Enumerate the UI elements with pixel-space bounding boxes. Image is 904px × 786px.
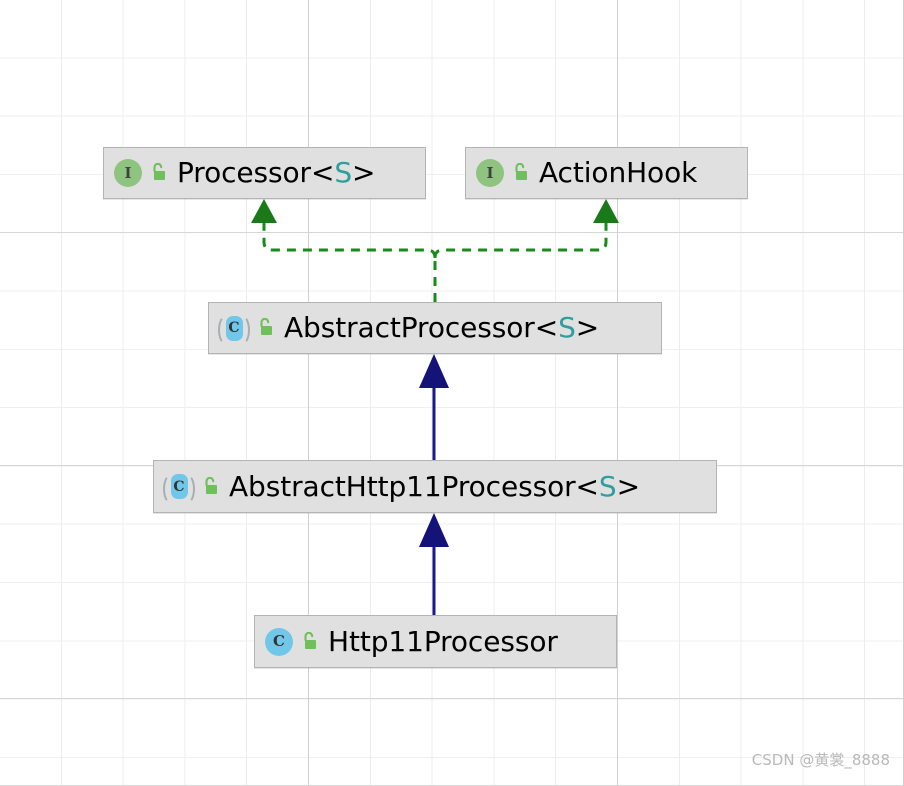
- class-icon-glyph: C: [173, 478, 185, 495]
- abstract-class-icon: C: [218, 314, 250, 345]
- realization-branch-actionhook: [433, 215, 608, 259]
- abstract-class-pill: C: [170, 474, 188, 499]
- uml-node-abstract-http11-processor[interactable]: C AbstractHttp11Processor<S>: [153, 460, 717, 513]
- generic-param-letter: S: [558, 311, 576, 344]
- lock-open-icon: [300, 631, 318, 652]
- abstract-arc-right: [179, 473, 195, 504]
- abstract-arc-left: [163, 473, 179, 504]
- abstract-arc-right: [234, 315, 250, 345]
- realization-arrowhead-actionhook: [593, 199, 619, 223]
- node-icons-actionhook: I: [476, 159, 529, 187]
- uml-node-abstract-processor[interactable]: C AbstractProcessor<S>: [208, 302, 662, 354]
- generic-bracket-close: >: [616, 469, 640, 503]
- generalization-edge-abstracthttp11-to-abstractprocessor: [419, 354, 449, 460]
- generic-param-letter: S: [598, 469, 617, 503]
- class-icon-glyph: C: [228, 320, 240, 336]
- realization-arrowhead-processor: [251, 199, 277, 223]
- class-icon: C: [265, 627, 293, 656]
- lock-open-icon: [256, 317, 274, 338]
- generic-param-letter: S: [334, 156, 353, 189]
- node-label-abstract-http11-processor: AbstractHttp11Processor<S>: [229, 469, 640, 503]
- interface-icon-glyph: I: [486, 163, 494, 182]
- watermark: CSDN @黄裳_8888: [751, 751, 890, 769]
- node-icons-processor: I: [114, 159, 167, 187]
- lock-open-icon: [149, 162, 167, 183]
- node-label-abstract-processor: AbstractProcessor<S>: [284, 311, 600, 344]
- lock-open-icon: [511, 162, 529, 183]
- realization-branch-processor: [262, 215, 437, 259]
- node-icons-http11-processor: C: [265, 627, 318, 656]
- uml-node-processor[interactable]: I Processor<S>: [103, 147, 426, 199]
- generic-bracket-open: <: [534, 311, 559, 344]
- abstract-class-icon: C: [163, 473, 195, 504]
- abstract-class-pill: C: [225, 315, 243, 341]
- realization-edge-group: [251, 199, 619, 302]
- interface-icon: I: [114, 159, 142, 187]
- uml-node-actionhook[interactable]: I ActionHook: [465, 147, 748, 199]
- generic-bracket-close: >: [575, 311, 600, 344]
- node-label-processor: Processor<S>: [177, 156, 376, 189]
- generic-bracket-open: <: [575, 469, 599, 503]
- uml-node-http11-processor[interactable]: C Http11Processor: [254, 615, 617, 668]
- node-icons-abstract-http11-processor: C: [163, 473, 219, 504]
- generalization-arrowhead-1: [419, 354, 449, 388]
- node-label-http11-processor: Http11Processor: [328, 624, 558, 658]
- generic-bracket-close: >: [352, 156, 376, 189]
- node-icons-abstract-processor: C: [218, 314, 274, 345]
- generalization-arrowhead-2: [419, 513, 449, 547]
- node-label-actionhook: ActionHook: [539, 156, 698, 189]
- generic-bracket-open: <: [310, 156, 335, 189]
- abstract-arc-left: [218, 315, 234, 345]
- interface-icon-glyph: I: [124, 163, 132, 182]
- class-icon-glyph: C: [273, 632, 285, 650]
- generalization-edge-http11-to-abstracthttp11: [419, 513, 449, 615]
- lock-open-icon: [201, 476, 219, 497]
- interface-icon: I: [476, 159, 504, 187]
